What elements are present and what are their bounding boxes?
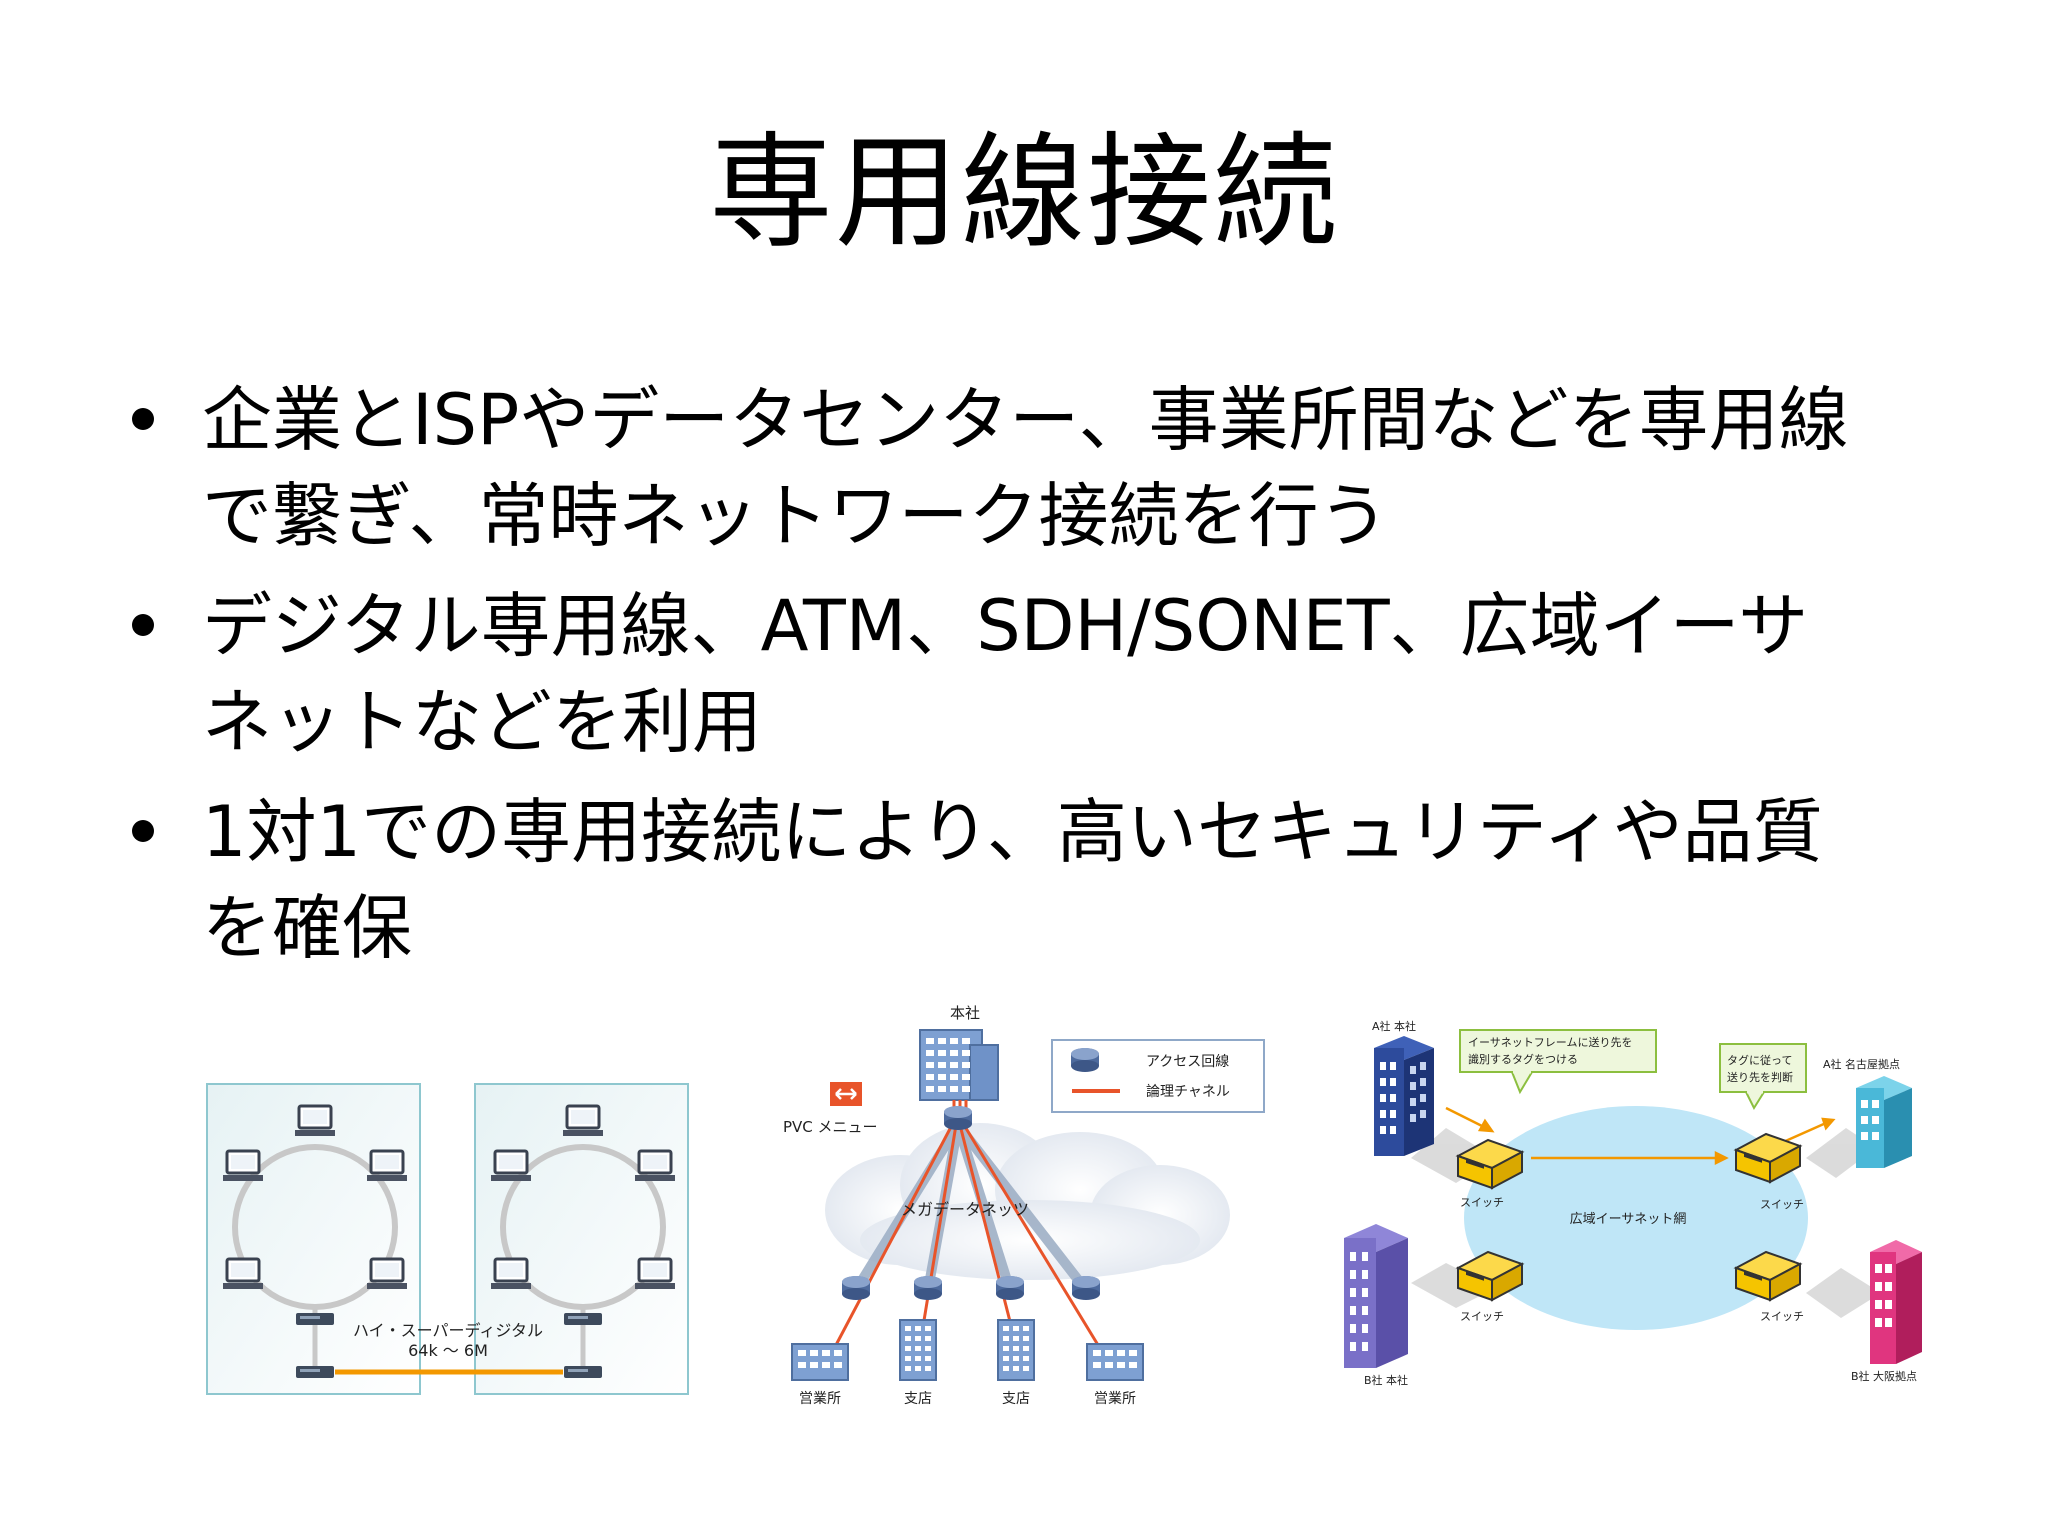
office-building-icon bbox=[791, 1343, 849, 1381]
bullet-line: で繋ぎ、常時ネットワーク接続を行う bbox=[202, 475, 1389, 557]
slide-title: 専用線接続 bbox=[708, 121, 1339, 265]
hq-label: 本社 bbox=[950, 1004, 980, 1022]
bullet-line: 1対1での専用接続により、高いセキュリティや品質 bbox=[202, 791, 1823, 873]
pc-icon bbox=[633, 1149, 677, 1183]
bullet-item: 1対1での専用接続により、高いセキュリティや品質 を確保 bbox=[120, 784, 1940, 976]
pc-icon bbox=[561, 1104, 605, 1138]
figure-digital-leased-line: ハイ・スーパーディジタル 64k ～ 6M bbox=[205, 1082, 705, 1402]
a-hq-label: A社 本社 bbox=[1372, 1019, 1416, 1033]
bullet-line: を確保 bbox=[202, 887, 412, 969]
ethernet-network-ellipse bbox=[1464, 1106, 1808, 1330]
atm-network-diagram: 本社 メガデータネッツ PVC メニュー アクセス回線 論理チャネル 営業所 支… bbox=[783, 1004, 1265, 1407]
pc-icon bbox=[365, 1257, 409, 1291]
router-icon bbox=[564, 1366, 602, 1378]
bullet-dot-icon bbox=[132, 614, 154, 636]
b-hq-label: B社 本社 bbox=[1364, 1373, 1408, 1387]
pc-icon bbox=[293, 1104, 337, 1138]
bullet-item: 企業とISPやデータセンター、事業所間などを専用線 で繋ぎ、常時ネットワーク接続… bbox=[120, 372, 1940, 564]
site-label: 支店 bbox=[1002, 1391, 1030, 1407]
wide-area-ethernet-diagram: 広域イーサネット網 A社 本社 B社 本社 A社 名古屋拠点 B社 大阪拠点 bbox=[1344, 1019, 1922, 1387]
site-label: 支店 bbox=[904, 1391, 932, 1407]
network-label: メガデータネッツ bbox=[901, 1200, 1029, 1219]
bullet-line: ネットなどを利用 bbox=[202, 681, 762, 763]
router-icon bbox=[296, 1366, 334, 1378]
bullet-dot-icon bbox=[132, 408, 154, 430]
switch-label: スイッチ bbox=[1460, 1310, 1504, 1323]
bullet-item: デジタル専用線、ATM、SDH/SONET、広域イーサ ネットなどを利用 bbox=[120, 578, 1940, 770]
switch-label: スイッチ bbox=[1460, 1196, 1504, 1209]
legend-access-label: アクセス回線 bbox=[1146, 1054, 1229, 1070]
figure-atm-network: 本社 メガデータネッツ PVC メニュー アクセス回線 論理チャネル 営業所 支… bbox=[780, 1000, 1300, 1410]
legend-access-icon bbox=[1071, 1048, 1099, 1072]
router-icon bbox=[564, 1313, 602, 1325]
router-icon bbox=[296, 1313, 334, 1325]
ethernet-network-label: 広域イーサネット網 bbox=[1570, 1212, 1687, 1227]
callout-tag-line1: イーサネットフレームに送り先を bbox=[1468, 1035, 1632, 1049]
b-hq-building-icon bbox=[1344, 1224, 1408, 1368]
pc-icon bbox=[489, 1257, 533, 1291]
access-node-icon bbox=[842, 1276, 870, 1300]
callout-route bbox=[1719, 1043, 1807, 1111]
switch-label: スイッチ bbox=[1760, 1198, 1804, 1211]
b-branch-building-icon bbox=[1870, 1240, 1922, 1364]
legend-logical-label: 論理チャネル bbox=[1146, 1084, 1230, 1100]
bullet-dot-icon bbox=[132, 820, 154, 842]
access-node-icon bbox=[944, 1106, 972, 1130]
callout-route-line2: 送り先を判断 bbox=[1727, 1070, 1793, 1084]
office-building-icon bbox=[1086, 1343, 1144, 1381]
a-hq-building-icon bbox=[1374, 1036, 1434, 1156]
hq-building-icon bbox=[919, 1029, 999, 1101]
figure-wide-area-ethernet: 広域イーサネット網 A社 本社 B社 本社 A社 名古屋拠点 B社 大阪拠点 bbox=[1336, 1008, 1936, 1408]
callout-route-line1: タグに従って bbox=[1727, 1053, 1792, 1067]
a-branch-label: A社 名古屋拠点 bbox=[1823, 1057, 1900, 1071]
branch-building-icon bbox=[997, 1319, 1035, 1381]
pvc-menu-icon bbox=[830, 1082, 862, 1106]
pc-icon bbox=[221, 1257, 265, 1291]
bullet-list: 企業とISPやデータセンター、事業所間などを専用線 で繋ぎ、常時ネットワーク接続… bbox=[120, 372, 1940, 990]
pc-icon bbox=[221, 1149, 265, 1183]
access-node-icon bbox=[996, 1276, 1024, 1300]
pvc-menu-label: PVC メニュー bbox=[783, 1118, 878, 1136]
a-branch-building-icon bbox=[1856, 1076, 1912, 1168]
access-node-icon bbox=[1072, 1276, 1100, 1300]
branch-building-icon bbox=[899, 1319, 937, 1381]
access-node-icon bbox=[914, 1276, 942, 1300]
bullet-line: デジタル専用線、ATM、SDH/SONET、広域イーサ bbox=[202, 585, 1809, 667]
site-label: 営業所 bbox=[1094, 1391, 1136, 1407]
callout-tag bbox=[1459, 1029, 1657, 1095]
b-branch-label: B社 大阪拠点 bbox=[1851, 1369, 1917, 1383]
callout-tag-line2: 識別するタグをつける bbox=[1468, 1052, 1578, 1066]
pc-icon bbox=[365, 1149, 409, 1183]
pc-icon bbox=[633, 1257, 677, 1291]
flow-arrows bbox=[1445, 1106, 1836, 1166]
switch-label: スイッチ bbox=[1760, 1310, 1804, 1323]
bullet-line: 企業とISPやデータセンター、事業所間などを専用線 bbox=[202, 379, 1849, 461]
link-speed: 64k ～ 6M bbox=[408, 1341, 488, 1360]
pc-icon bbox=[489, 1149, 533, 1183]
site-label: 営業所 bbox=[799, 1391, 841, 1407]
digital-leased-line-diagram: ハイ・スーパーディジタル 64k ～ 6M bbox=[206, 1083, 689, 1395]
link-label: ハイ・スーパーディジタル bbox=[353, 1321, 543, 1340]
